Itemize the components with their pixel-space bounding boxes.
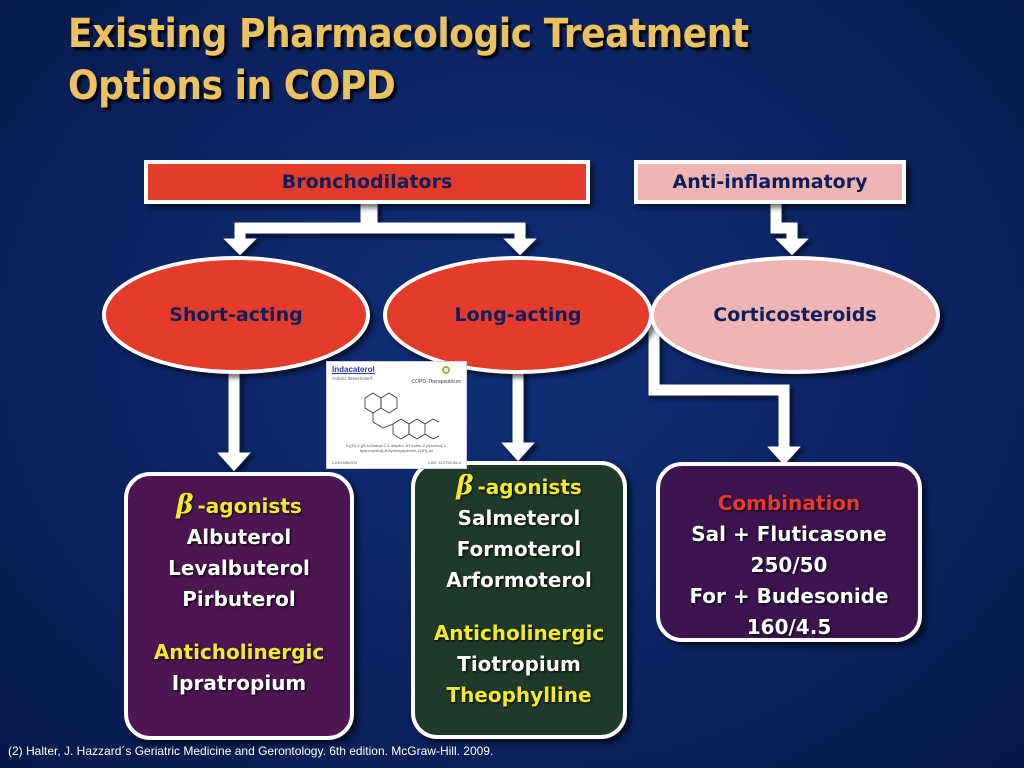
long-drug-2: Formoterol [456, 537, 582, 561]
slide-title-line-2: Options in COPD [68, 63, 396, 109]
beta-symbol: β [176, 490, 194, 520]
molecule-structure-icon [364, 392, 440, 440]
bronchodilators-box: Bronchodilators [144, 160, 590, 204]
short-anticholinergic-drug: Ipratropium [171, 671, 307, 695]
short-acting-node: Short-acting [102, 256, 370, 374]
long-theophylline-heading: Theophylline [446, 683, 592, 707]
short-drug-2: Levalbuterol [168, 556, 310, 580]
beta-symbol: β [456, 471, 474, 501]
short-drug-1: Albuterol [186, 525, 292, 549]
indacaterol-brand: COPD-Therapeutikum [411, 379, 461, 385]
long-acting-card: β-agonists Salmeterol Formoterol Arformo… [411, 461, 627, 739]
short-acting-label: Short-acting [169, 304, 303, 326]
long-drug-3: Arformoterol [446, 568, 592, 592]
spacer [415, 596, 623, 618]
anti-inflammatory-label: Anti-inflammatory [672, 171, 868, 193]
spacer [128, 615, 350, 637]
long-acting-label: Long-acting [454, 304, 582, 326]
citation-footnote: (2) Halter, J. Hazzard´s Geriatric Medic… [8, 744, 494, 758]
short-acting-card: β-agonists Albuterol Levalbuterol Pirbut… [124, 472, 354, 740]
long-acting-node: Long-acting [383, 256, 653, 374]
arrow-short-acting [214, 369, 254, 473]
combination-line-1: Sal + Fluticasone [691, 522, 887, 546]
long-anticholinergic-heading: Anticholinergic [433, 621, 605, 645]
bronchodilators-label: Bronchodilators [281, 171, 453, 193]
combination-line-2: 250/50 [750, 553, 828, 577]
indacaterol-thumbnail: Indacaterol Onbrez Breezhaler® COPD-Ther… [326, 361, 467, 469]
combination-card: Combination Sal + Fluticasone 250/50 For… [656, 462, 922, 642]
indacaterol-formula: C24H28N2O3 [332, 460, 358, 465]
corticosteroids-label: Corticosteroids [713, 304, 877, 326]
slide-title: Existing Pharmacologic Treatment Options… [68, 8, 749, 112]
long-anticholinergic-drug: Tiotropium [457, 652, 581, 676]
indacaterol-subtitle: Onbrez Breezhaler® [332, 376, 374, 381]
arrow-long-acting [498, 369, 538, 463]
anti-inflammatory-box: Anti-inflammatory [634, 160, 906, 204]
long-beta-agonists-heading: β-agonists [456, 471, 582, 501]
brand-logo-icon [442, 366, 450, 374]
short-beta-agonists-heading: β-agonists [176, 490, 302, 520]
indacaterol-title: Indacaterol [332, 365, 375, 374]
indacaterol-cas: CAS: 312753-06-3 [427, 460, 461, 465]
arrow-bronchodilators-split [220, 202, 540, 257]
long-drug-1: Salmeterol [457, 506, 581, 530]
indacaterol-description: 5-[(R)-2-[(5,6-Diethyl-2,3-dihydro-1H-in… [345, 443, 448, 453]
arrow-to-combination [647, 319, 804, 467]
combination-heading: Combination [717, 491, 861, 515]
combination-line-3: For + Budesonide [689, 584, 889, 608]
corticosteroids-node: Corticosteroids [650, 256, 940, 374]
short-drug-3: Pirbuterol [182, 587, 296, 611]
arrow-anti-inflammatory [769, 202, 812, 257]
slide-title-line-1: Existing Pharmacologic Treatment [68, 11, 749, 57]
combination-line-4: 160/4.5 [746, 615, 832, 639]
short-anticholinergic-heading: Anticholinergic [153, 640, 325, 664]
